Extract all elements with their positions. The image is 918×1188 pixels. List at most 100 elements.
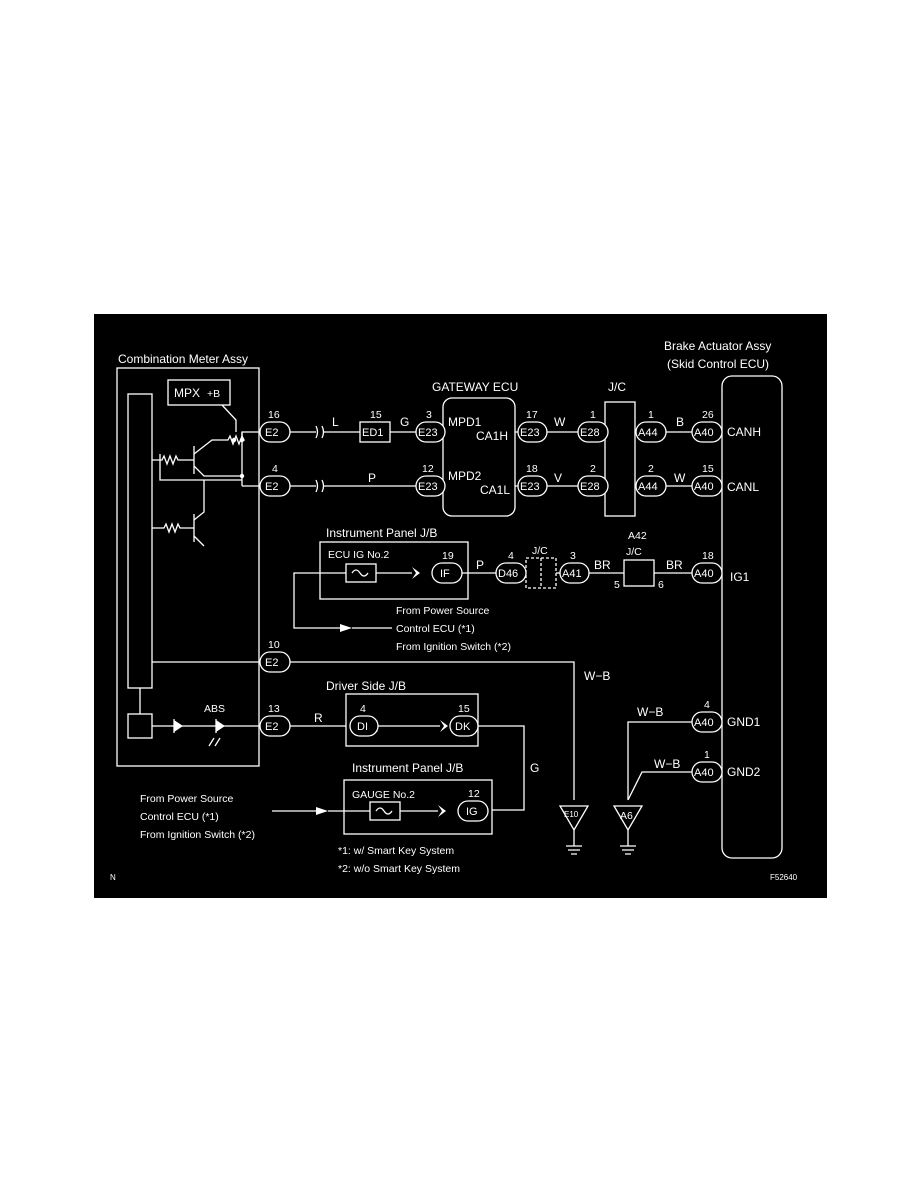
svg-text:A40: A40 — [694, 568, 714, 580]
connector-di: DI — [349, 715, 379, 737]
fuse-icon — [369, 801, 401, 821]
gateway-ca1l: CA1L — [480, 483, 510, 497]
connector-e23-a: E23 — [415, 421, 446, 443]
svg-text:E23: E23 — [520, 481, 540, 493]
fuse-icon — [345, 563, 377, 583]
connector-d46: D46 — [495, 562, 527, 584]
connector-a40-c: A40 — [691, 562, 723, 584]
connector-e2-d: E2 — [259, 715, 291, 737]
pin-number: 17 — [526, 409, 538, 421]
connector-e2-a: E2 — [259, 421, 291, 443]
pin-number: 5 — [614, 579, 620, 591]
wire-color-label: W−B — [637, 705, 663, 719]
from-source-1-line2: Control ECU (*1) — [396, 623, 475, 635]
wire-color-label: P — [476, 558, 484, 572]
brake-actuator-box — [721, 375, 783, 859]
pin-number: 4 — [508, 550, 514, 562]
gateway-ca1h: CA1H — [476, 429, 508, 443]
wire-color-label: L — [332, 415, 339, 429]
wire-color-label: BR — [594, 558, 611, 572]
connector-a40-e: A40 — [691, 761, 723, 783]
from-source-1-line3: From Ignition Switch (*2) — [396, 641, 511, 653]
wire-break-icon — [315, 425, 325, 439]
svg-text:E2: E2 — [265, 481, 278, 493]
wire-color-label: W−B — [654, 757, 680, 771]
ecu-ig2-fuse-label: ECU IG No.2 — [328, 549, 389, 561]
corner-n: N — [110, 873, 116, 882]
wire-color-label: BR — [666, 558, 683, 572]
arrow-icon — [340, 624, 352, 632]
connector-dk: DK — [449, 715, 479, 737]
svg-text:E28: E28 — [580, 481, 600, 493]
combination-meter-title: Combination Meter Assy — [118, 352, 248, 366]
mpx-b-label: +B — [207, 388, 220, 400]
pin-number: 15 — [702, 463, 714, 475]
connector-a44-b: A44 — [635, 475, 667, 497]
wire-color-label: W — [674, 471, 686, 485]
wire-color-label: G — [400, 415, 409, 429]
gateway-ecu-title: GATEWAY ECU — [432, 380, 518, 394]
connector-ig: IG — [457, 800, 489, 822]
meter-internal-circuit — [152, 404, 246, 547]
pin-label-gnd1: GND1 — [727, 715, 761, 729]
connector-a41: A41 — [559, 562, 590, 584]
pin-number: 4 — [360, 703, 366, 715]
pin-number: 3 — [426, 409, 432, 421]
connector-e2-b: E2 — [259, 475, 291, 497]
svg-text:D46: D46 — [498, 568, 518, 580]
from-source-1-line1: From Power Source — [396, 605, 490, 617]
jc-top-title: J/C — [608, 380, 626, 394]
connector-a44-a: A44 — [635, 421, 667, 443]
svg-text:IG: IG — [466, 806, 478, 818]
pin-number: 16 — [268, 409, 280, 421]
abs-indicator-box — [127, 713, 153, 739]
gateway-ecu-box — [442, 397, 516, 517]
from-source-2-line1: From Power Source — [140, 793, 234, 805]
svg-text:E23: E23 — [418, 427, 438, 439]
svg-text:E23: E23 — [418, 481, 438, 493]
ip-jb-1-title: Instrument Panel J/B — [326, 526, 437, 540]
jc-a42-box — [623, 559, 655, 587]
wire-break-icon — [315, 479, 325, 493]
svg-text:IF: IF — [440, 568, 450, 580]
brake-actuator-subtitle: (Skid Control ECU) — [667, 357, 769, 371]
pin-number: 4 — [272, 463, 278, 475]
connector-e28-a: E28 — [577, 421, 609, 443]
gauge-fuse-label: GAUGE No.2 — [352, 789, 415, 801]
footnote-2: *2: w/o Smart Key System — [338, 863, 460, 875]
dsjb-title: Driver Side J/B — [326, 679, 406, 693]
connector-e23-d: E23 — [517, 475, 548, 497]
pin-number: 13 — [268, 703, 280, 715]
svg-text:E2: E2 — [265, 427, 278, 439]
pin-number: 2 — [648, 463, 654, 475]
footnote-1: *1: w/ Smart Key System — [338, 845, 454, 857]
gateway-mpd2: MPD2 — [448, 469, 482, 483]
wire-color-label: R — [314, 711, 323, 725]
svg-text:A44: A44 — [638, 427, 658, 439]
svg-text:E2: E2 — [265, 657, 278, 669]
pin-label-gnd2: GND2 — [727, 765, 761, 779]
ground-wire-gnd2 — [627, 771, 696, 801]
jc-a42-name: A42 — [628, 530, 647, 542]
from-source-2-line3: From Ignition Switch (*2) — [140, 829, 255, 841]
svg-text:E23: E23 — [520, 427, 540, 439]
wire-color-label: W−B — [584, 669, 610, 683]
pin-number: 3 — [570, 550, 576, 562]
pin-label-canl: CANL — [727, 480, 759, 494]
svg-text:A41: A41 — [562, 568, 582, 580]
wiring-diagram-svg: Combination Meter Assy MPX +B ABS — [110, 339, 798, 882]
pin-number: 18 — [702, 550, 714, 562]
svg-text:A40: A40 — [694, 427, 714, 439]
svg-text:E2: E2 — [265, 721, 278, 733]
pin-number: 4 — [704, 699, 710, 711]
wire-color-label: W — [554, 415, 566, 429]
pin-number: 1 — [590, 409, 596, 421]
connector-ed1: ED1 — [359, 421, 391, 443]
gateway-mpd1: MPD1 — [448, 415, 482, 429]
ip-jb-2-title: Instrument Panel J/B — [352, 761, 463, 775]
abs-diode — [173, 719, 183, 733]
ground-a6-icon — [612, 805, 644, 855]
pin-number: 19 — [442, 550, 454, 562]
svg-text:A44: A44 — [638, 481, 658, 493]
pin-number: 12 — [422, 463, 434, 475]
